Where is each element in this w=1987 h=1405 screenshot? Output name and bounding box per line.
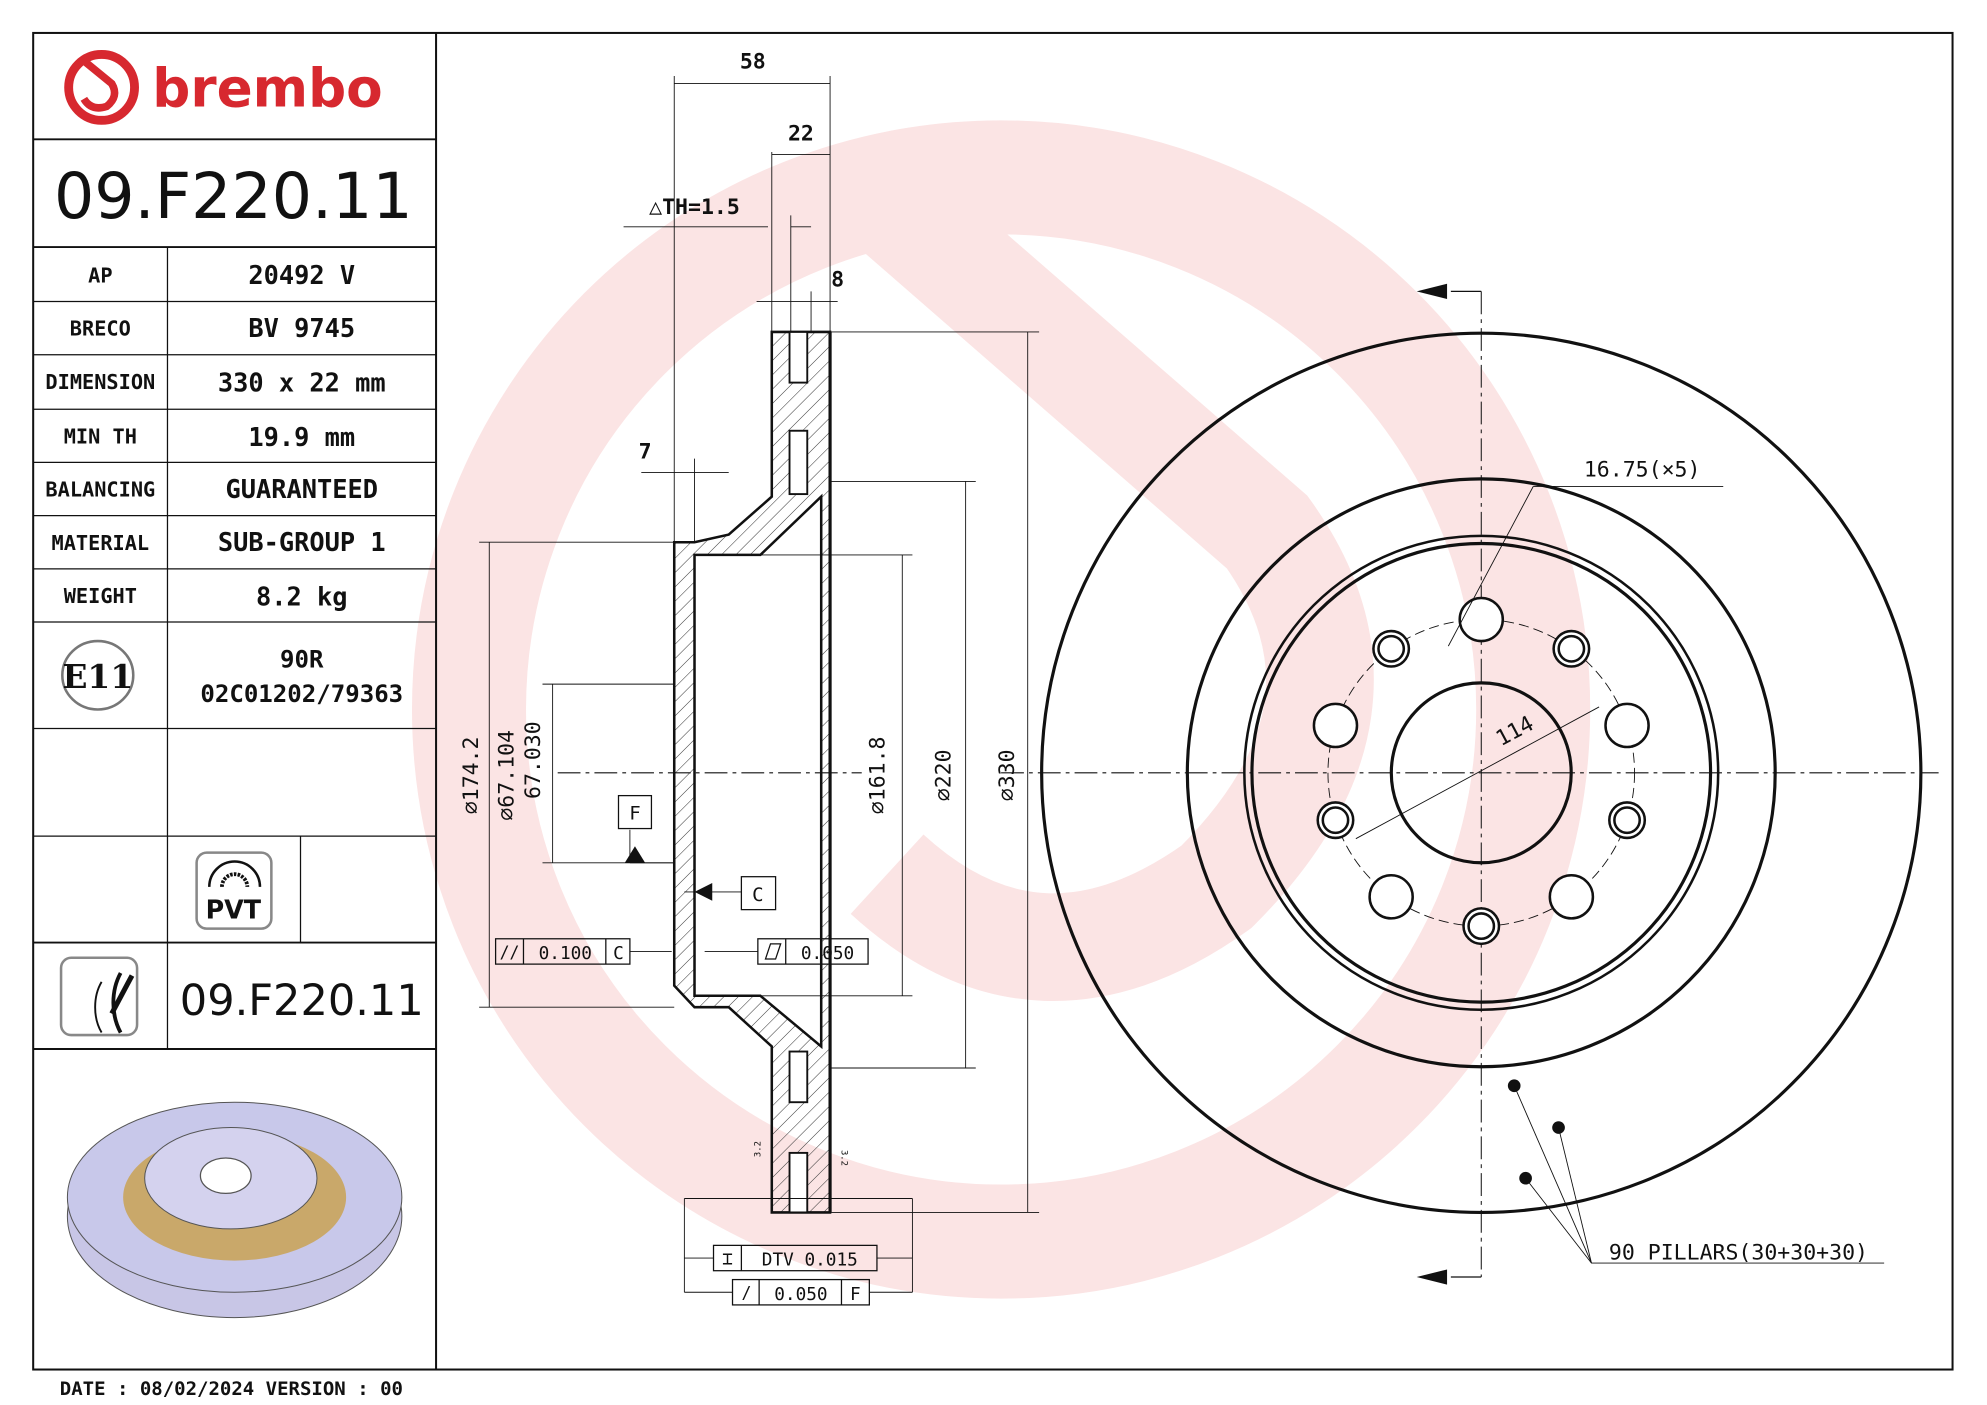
svg-text:F: F (850, 1285, 861, 1305)
brembo-logo: brembo (64, 50, 383, 125)
svg-text:⌀161.8: ⌀161.8 (866, 736, 891, 814)
e11-mark: E11 (61, 639, 135, 711)
svg-text:02C01202/79363: 02C01202/79363 (200, 680, 403, 708)
disc-inspection-icon (59, 956, 139, 1037)
svg-text:3.2: 3.2 (753, 1141, 763, 1157)
svg-text:0.050: 0.050 (801, 944, 854, 964)
pvt-badge-icon: PVT (195, 851, 273, 930)
bolt-hole-inner (1613, 806, 1641, 835)
svg-text:20492 V: 20492 V (248, 260, 355, 290)
svg-text:16.75(×5): 16.75(×5) (1584, 457, 1701, 482)
svg-text:BV 9745: BV 9745 (248, 313, 355, 343)
spec-table: AP 20492 V BRECO BV 9745 DIMENSION 330 x… (45, 260, 385, 612)
svg-text:⌶: ⌶ (722, 1249, 733, 1269)
svg-text:brembo: brembo (152, 57, 382, 119)
svg-text:8.2 kg: 8.2 kg (256, 582, 348, 612)
svg-text:E11: E11 (62, 657, 133, 696)
svg-text:7: 7 (639, 440, 652, 465)
svg-text:⌀174.2: ⌀174.2 (459, 736, 484, 814)
svg-text:F: F (629, 803, 640, 825)
bolt-hole (1368, 874, 1414, 920)
part-number-secondary: 09.F220.11 (180, 976, 424, 1026)
svg-text:DTV 0.015: DTV 0.015 (762, 1251, 858, 1271)
bolt-hole (1548, 874, 1595, 920)
svg-text:0.100: 0.100 (539, 944, 592, 964)
bolt-hole-inner (1557, 634, 1586, 663)
disc-3d-render (66, 1101, 403, 1319)
svg-text:DIMENSION: DIMENSION (45, 370, 155, 394)
svg-text:⌀220: ⌀220 (931, 749, 956, 801)
title-block: brembo 09.F220.11 AP 20492 V BRECO BV 97… (33, 50, 437, 1319)
part-number-title: 09.F220.11 (54, 159, 413, 233)
svg-text:⌀67.104: ⌀67.104 (494, 730, 519, 821)
svg-text:19.9 mm: 19.9 mm (248, 422, 355, 452)
datum-c: C (740, 876, 777, 911)
bolt-hole (1458, 596, 1505, 643)
bolt-hole-inner (1467, 912, 1496, 941)
svg-text:90R: 90R (280, 646, 324, 674)
svg-text:67.030: 67.030 (521, 721, 546, 799)
svg-text:AP: AP (88, 264, 112, 288)
svg-text:C: C (613, 944, 624, 964)
bolt-hole (1604, 702, 1650, 749)
svg-text:MIN TH: MIN TH (64, 424, 137, 448)
svg-text:PVT: PVT (206, 895, 262, 925)
svg-text:BALANCING: BALANCING (45, 478, 155, 502)
parallelism-tolerance: // 0.100 C (494, 938, 631, 965)
svg-text:SUB-GROUP 1: SUB-GROUP 1 (218, 527, 386, 557)
runout-tolerance: / 0.050 F (731, 1278, 870, 1306)
front-view: 16.75(×5) 114 90 PILLARS(30+30+30) (1001, 283, 1939, 1285)
svg-text:3.2: 3.2 (838, 1150, 848, 1166)
svg-text:C: C (752, 884, 763, 906)
svg-text:MATERIAL: MATERIAL (52, 531, 150, 555)
dtv-tolerance: ⌶ DTV 0.015 (712, 1244, 878, 1272)
svg-text:0.050: 0.050 (774, 1285, 827, 1305)
drawing-frame (32, 31, 1954, 1371)
svg-text:58: 58 (740, 49, 766, 74)
bolt-hole-inner (1377, 634, 1406, 663)
footer-date-version: DATE : 08/02/2024 VERSION : 00 (60, 1378, 403, 1400)
svg-text:GUARANTEED: GUARANTEED (226, 474, 379, 504)
svg-text:WEIGHT: WEIGHT (64, 584, 137, 608)
svg-text:330 x 22 mm: 330 x 22 mm (218, 367, 386, 397)
svg-text://: // (500, 943, 520, 962)
svg-text:8: 8 (831, 267, 844, 292)
svg-text:/: / (742, 1284, 752, 1303)
svg-text:⌀330: ⌀330 (995, 749, 1020, 801)
pillar-markers (1507, 1079, 1885, 1264)
flatness-tolerance: 0.050 (757, 938, 869, 965)
section-view: 58 22 △TH=1.5 8 7 ⌀174.2 ⌀67.104 67.030 … (459, 49, 1040, 1306)
svg-text:22: 22 (788, 122, 814, 147)
datum-f: F (617, 794, 653, 830)
svg-text:△TH=1.5: △TH=1.5 (649, 195, 740, 220)
bolt-hole (1312, 702, 1359, 749)
bolt-hole-inner (1321, 806, 1350, 835)
svg-text:BRECO: BRECO (70, 317, 131, 341)
svg-text:90 PILLARS(30+30+30): 90 PILLARS(30+30+30) (1609, 1240, 1868, 1265)
brembo-watermark (411, 120, 1591, 1299)
